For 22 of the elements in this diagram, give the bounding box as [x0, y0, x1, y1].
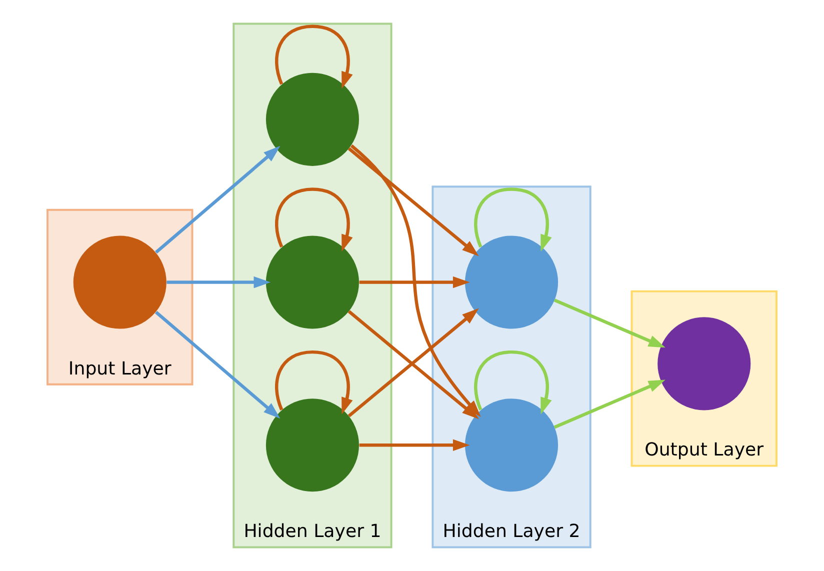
node-circle	[266, 236, 359, 329]
arrow	[154, 310, 280, 419]
arrow	[359, 439, 470, 452]
arrow	[474, 350, 552, 414]
arrow	[275, 188, 353, 252]
arrow	[359, 276, 470, 288]
arrow	[275, 350, 353, 414]
node-circle	[658, 317, 751, 410]
node-circle	[73, 236, 166, 329]
arrow	[154, 146, 280, 254]
arrow	[166, 276, 271, 288]
node-circle	[465, 236, 558, 329]
node-circle	[266, 72, 359, 166]
arrow	[350, 144, 481, 417]
node-circle	[266, 398, 359, 492]
arrow	[275, 24, 353, 89]
cluster: Output Layer	[630, 290, 778, 467]
arrow	[554, 298, 666, 348]
arrow	[474, 188, 552, 252]
arrow	[348, 147, 479, 256]
arrow	[554, 380, 666, 429]
cluster: Input Layer	[46, 208, 194, 386]
